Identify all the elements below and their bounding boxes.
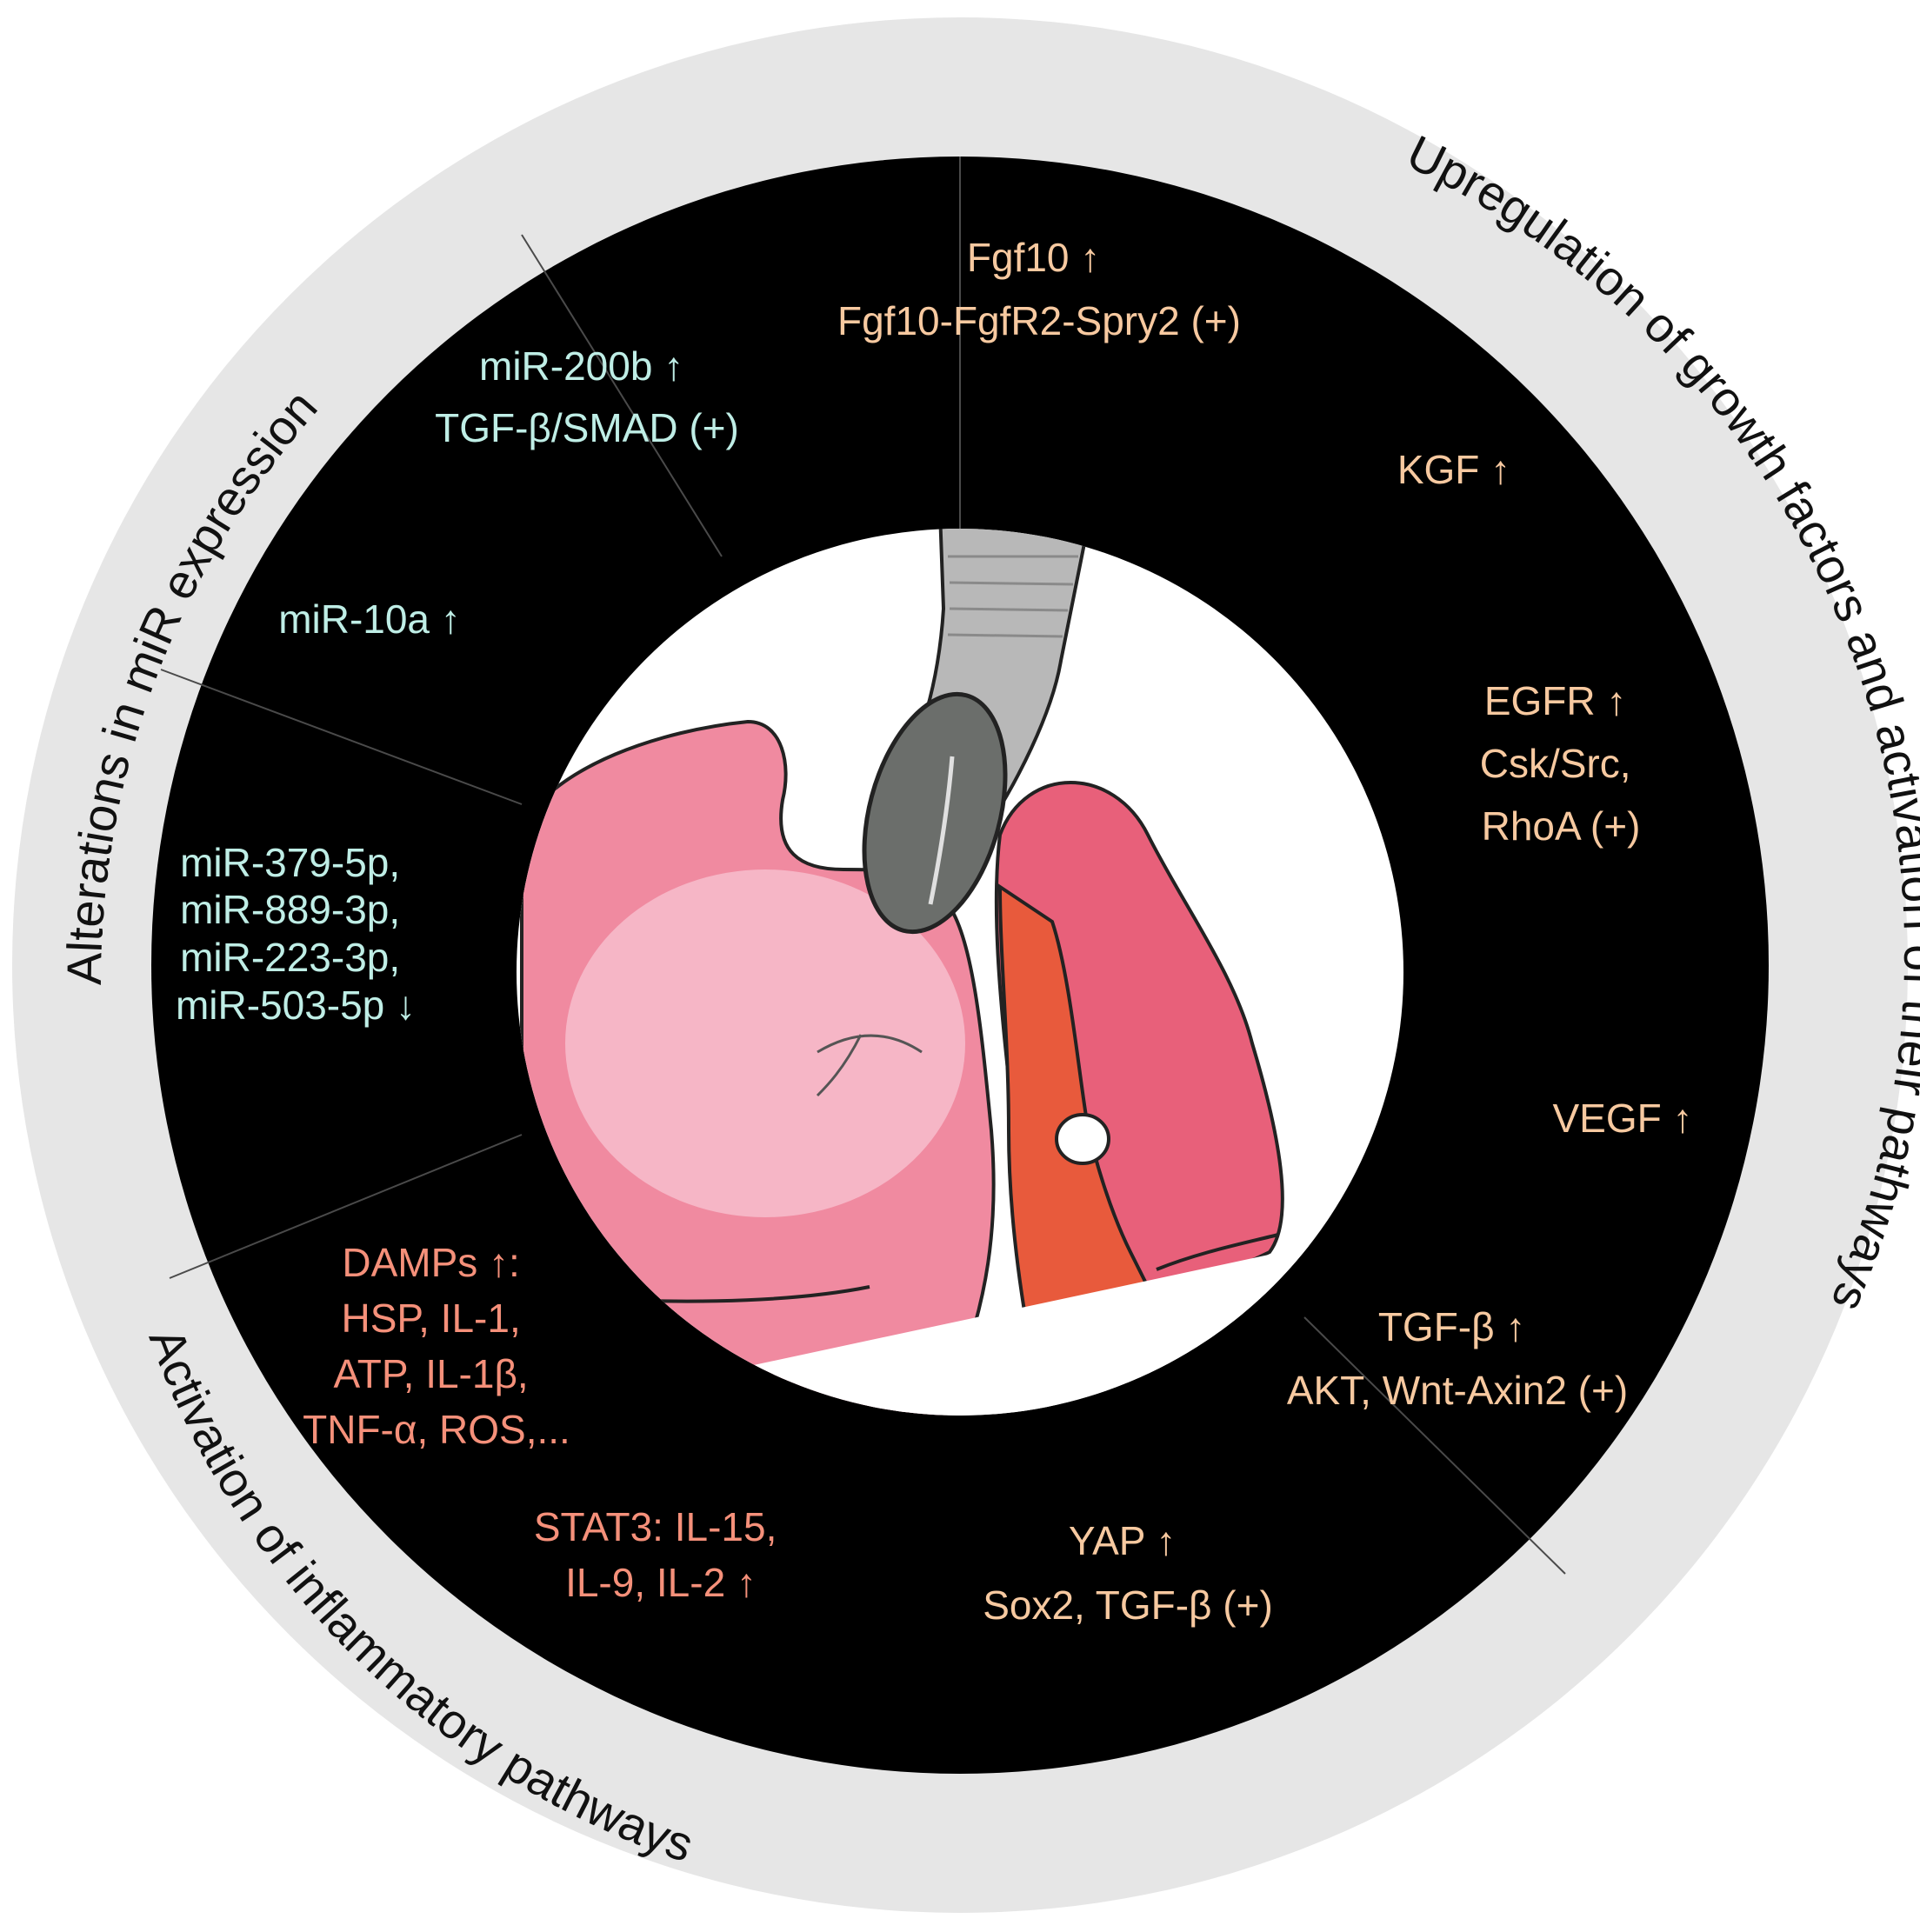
- inflammatory-item-damps-line-4: TNF-α, ROS,...: [303, 1407, 570, 1452]
- mir-labels: miR-200b ↑ TGF-β/SMAD (+) miR-10a ↑ miR-…: [176, 343, 739, 1028]
- lung-highlight: [565, 869, 965, 1217]
- inflammatory-item-damps: DAMPs ↑: HSP, IL-1, ATP, IL-1β, TNF-α, R…: [303, 1240, 570, 1452]
- inflammatory-labels: DAMPs ↑: HSP, IL-1, ATP, IL-1β, TNF-α, R…: [303, 1240, 788, 1605]
- mir-item-downregulated-line-2: miR-889-3p,: [180, 887, 400, 932]
- growth-item-fgf10-line-2: Fgf10-FgfR2-Spry2 (+): [837, 298, 1241, 343]
- lung-fissure-right: [1156, 1233, 1279, 1271]
- mir-item-downregulated-line-3: miR-223-3p,: [180, 935, 400, 980]
- inflammatory-item-stat3: STAT3: IL-15, IL-9, IL-2 ↑: [534, 1504, 788, 1605]
- growth-item-kgf: KGF ↑: [1397, 447, 1510, 492]
- growth-item-yap: YAP ↑ Sox2, TGF-β (+): [983, 1518, 1273, 1628]
- tube-cuff: [862, 691, 1008, 935]
- growth-item-vegf-line-1: VEGF ↑: [1552, 1096, 1692, 1141]
- growth-item-egfr-line-2: Csk/Src,: [1480, 741, 1631, 786]
- mir-item-200b-line-2: TGF-β/SMAD (+): [435, 405, 739, 450]
- cuff-line: [928, 756, 955, 905]
- growth-item-egfr-line-3: RhoA (+): [1482, 803, 1641, 849]
- growth-item-egfr-line-1: EGFR ↑: [1484, 678, 1627, 723]
- mir-item-200b-line-1: miR-200b ↑: [479, 343, 683, 389]
- mir-item-downregulated: miR-379-5p, miR-889-3p, miR-223-3p, miR-…: [176, 840, 416, 1028]
- mir-item-10a-line-1: miR-10a ↑: [278, 596, 461, 642]
- growth-item-fgf10-line-1: Fgf10 ↑: [967, 235, 1100, 280]
- intubated-lung-illustration: [517, 529, 1403, 1416]
- growth-item-tgf-line-2: AKT, Wnt-Axin2 (+): [1287, 1368, 1628, 1413]
- growth-item-kgf-line-1: KGF ↑: [1397, 447, 1510, 492]
- growth-item-vegf: VEGF ↑: [1552, 1096, 1692, 1141]
- growth-item-yap-line-1: YAP ↑: [1069, 1518, 1177, 1563]
- growth-factor-labels: Fgf10 ↑ Fgf10-FgfR2-Spry2 (+) KGF ↑ EGFR…: [837, 235, 1693, 1628]
- tube-rings: [947, 555, 1078, 638]
- mir-item-downregulated-line-4: miR-503-5p ↓: [176, 983, 416, 1028]
- mir-item-10a: miR-10a ↑: [278, 596, 461, 642]
- growth-item-tgf: TGF-β ↑ AKT, Wnt-Axin2 (+): [1287, 1304, 1628, 1413]
- growth-item-yap-line-2: Sox2, TGF-β (+): [983, 1582, 1273, 1628]
- mir-item-downregulated-line-1: miR-379-5p,: [180, 840, 400, 885]
- mir-item-200b: miR-200b ↑ TGF-β/SMAD (+): [435, 343, 739, 450]
- inflammatory-item-stat3-line-1: STAT3: IL-15,: [534, 1504, 777, 1549]
- growth-item-egfr: EGFR ↑ Csk/Src, RhoA (+): [1480, 678, 1643, 849]
- growth-item-fgf10: Fgf10 ↑ Fgf10-FgfR2-Spry2 (+): [837, 235, 1241, 343]
- inflammatory-item-stat3-line-2: IL-9, IL-2 ↑: [565, 1560, 757, 1605]
- inflammatory-item-damps-line-1: DAMPs ↑:: [342, 1240, 519, 1285]
- segment-dividers: [160, 157, 1566, 1575]
- bronchus-loop: [1055, 1113, 1110, 1165]
- lung-vessel: [816, 1034, 923, 1097]
- inflammatory-item-damps-line-3: ATP, IL-1β,: [334, 1351, 529, 1396]
- growth-item-tgf-line-1: TGF-β ↑: [1378, 1304, 1526, 1349]
- inflammatory-item-damps-line-2: HSP, IL-1,: [341, 1296, 520, 1341]
